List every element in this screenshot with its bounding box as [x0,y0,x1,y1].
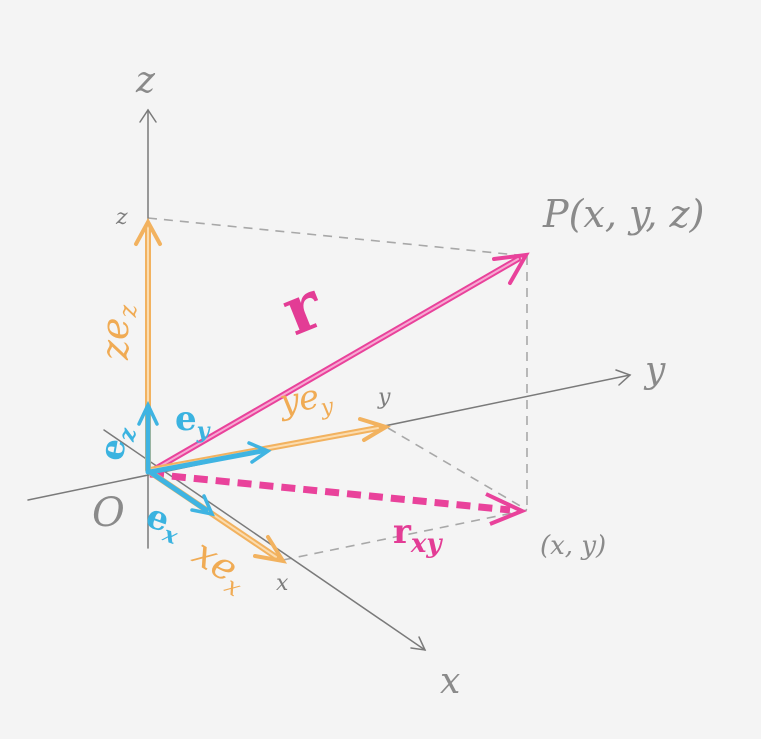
y-ey-main: ye [275,377,323,424]
e-z-label: ez [91,423,141,465]
unit-vectors [137,400,272,517]
x-tick-label: x [276,571,289,596]
x-ex-label: xex [183,530,258,602]
r-xy-sub: xy [410,529,444,559]
axes [27,108,632,651]
r-xy-main: r [393,512,412,552]
y-ey-label: yey [275,374,336,428]
guide-y-to-projection [387,427,528,511]
e-z-vector [137,400,159,475]
r-xy-vector [149,470,527,526]
y-ey-sub: y [318,394,336,421]
e-y-sub: y [196,418,212,444]
r-label: r [271,265,334,351]
origin-label: O [92,490,125,536]
x-axis [103,429,426,651]
z-axis-label: z [135,60,156,101]
y-axis-arrowhead [615,369,632,386]
r-vector [147,252,530,475]
y-tick-label: y [377,385,391,410]
x-axis-arrowhead [410,636,427,651]
projection-label: (x, y) [540,531,606,561]
e-y-vector [147,441,272,475]
point-label: P(x, y, z) [542,192,704,236]
z-ez-sub: z [114,304,142,318]
e-x-vector [147,469,215,517]
z-tick-label: z [115,205,128,230]
guide-z-to-p [147,217,528,257]
z-ez-main: ze [93,317,137,361]
component-vectors [134,217,391,564]
z-axis-arrowhead [139,108,157,123]
e-y-main: e [175,399,197,439]
e-x-label: ex [139,496,188,550]
r-xy-label: rxy [393,512,443,559]
guide-lines [147,217,528,561]
y-axis-label: y [643,350,666,391]
e-z-sub: z [114,426,142,444]
e-y-label: ey [175,399,212,444]
x-axis-label: x [440,661,460,702]
z-ez-label: zez [93,304,142,361]
